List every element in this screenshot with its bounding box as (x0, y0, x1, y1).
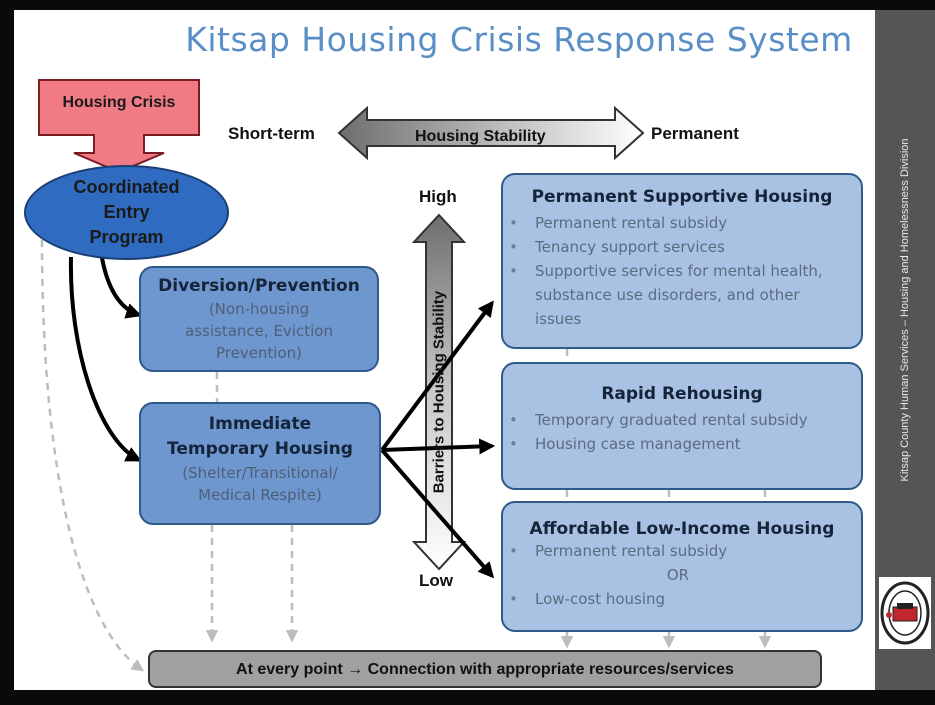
temporary-title-2: Temporary Housing (167, 439, 353, 459)
temporary-housing-box: Immediate Temporary Housing (Shelter/Tra… (139, 402, 381, 525)
alih-title: Affordable Low-Income Housing (529, 519, 835, 539)
psh-title: Permanent Supportive Housing (531, 187, 833, 207)
affordable-housing-box: Affordable Low-Income Housing Permanent … (501, 501, 863, 632)
county-seal-icon (879, 577, 931, 649)
entry-line-3: Program (89, 227, 164, 247)
crisis-arrow (38, 79, 200, 174)
diversion-line-1: (Non-housing (208, 300, 310, 318)
alih-or: OR (666, 566, 690, 584)
alih-item-1: Permanent rental subsidy (509, 539, 861, 563)
low-label: Low (419, 571, 453, 590)
entry-line-1: Coordinated (73, 177, 180, 197)
psh-list: Permanent rental subsidy Tenancy support… (503, 211, 861, 331)
rapid-rehousing-box: Rapid Rehousing Temporary graduated rent… (501, 362, 863, 490)
rrh-title: Rapid Rehousing (601, 384, 763, 404)
housing-stability-arrow (337, 105, 645, 161)
barriers-label: Barriers to Housing Stability (430, 290, 448, 494)
crisis-label: Housing Crisis (62, 94, 176, 111)
sidebar-text: Kitsap County Human Services – Housing a… (899, 138, 911, 482)
rrh-item-2: Housing case management (509, 432, 861, 456)
rrh-item-1: Temporary graduated rental subsidy (509, 408, 861, 432)
diagram-connectors (38, 79, 772, 672)
page-title: Kitsap Housing Crisis Response System (185, 20, 853, 59)
coordinated-entry-ellipse: Coordinated Entry Program (24, 165, 229, 260)
short-term-label: Short-term (228, 124, 315, 143)
psh-item-3: Supportive services for mental health, s… (509, 259, 861, 331)
diversion-title: Diversion/Prevention (158, 276, 360, 296)
diversion-line-2: assistance, Eviction (185, 322, 333, 340)
entry-line-2: Entry (103, 202, 150, 222)
psh-item-2: Tenancy support services (509, 235, 861, 259)
psh-item-1: Permanent rental subsidy (509, 211, 861, 235)
housing-stability-label: Housing Stability (415, 128, 546, 145)
sidebar: Kitsap County Human Services – Housing a… (875, 10, 935, 690)
temporary-title-1: Immediate (208, 414, 312, 434)
footer-bar: At every point → Connection with appropr… (148, 650, 822, 688)
slide: Kitsap Housing Crisis Response System Ho… (14, 10, 875, 690)
barriers-arrow (411, 213, 467, 571)
high-label: High (419, 187, 457, 206)
temporary-line-1: (Shelter/Transitional/ (182, 464, 338, 482)
permanent-supportive-housing-box: Permanent Supportive Housing Permanent r… (501, 173, 863, 349)
alih-item-2: Low-cost housing (509, 587, 861, 611)
diversion-line-3: Prevention) (215, 344, 303, 362)
alih-list: Permanent rental subsidy OR Low-cost hou… (503, 539, 861, 611)
rrh-list: Temporary graduated rental subsidy Housi… (503, 408, 861, 456)
temporary-line-2: Medical Respite) (198, 486, 322, 504)
diversion-prevention-box: Diversion/Prevention (Non-housing assist… (139, 266, 379, 372)
permanent-label: Permanent (651, 124, 739, 143)
footer-text: At every point → Connection with appropr… (236, 661, 734, 678)
